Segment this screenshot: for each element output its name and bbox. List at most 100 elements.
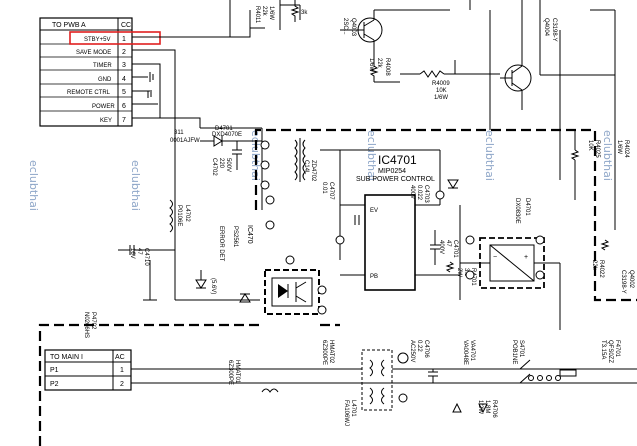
comp-label: FA106WJ — [343, 400, 349, 426]
comp-label: L4701 — [350, 400, 356, 417]
comp-label: 47 — [136, 248, 142, 255]
comp-label: R4011 — [254, 6, 260, 24]
comp-label: 3k — [301, 10, 308, 16]
comp-label: C4701 — [452, 240, 458, 258]
connector-main-col: AC — [115, 354, 125, 361]
comp-label: 1/6W — [368, 58, 374, 72]
comp-label: L4702 — [184, 205, 190, 222]
ic-pin-ev: EV — [370, 208, 378, 214]
bottom-labels: HMAT01 6Z300PE HMAT02 6Z300PE L4701 FA10… — [227, 340, 620, 426]
comp-label: 3.3 — [463, 268, 469, 277]
connector-a-title: TO PWB A — [52, 22, 86, 29]
comp-label: ZD4702 — [310, 160, 316, 182]
comp-label: 1/6W — [616, 140, 622, 154]
comp-label: Q4003 — [350, 18, 356, 37]
ic4702-label: IC470 — [246, 225, 253, 244]
row-pin: 4 — [122, 76, 126, 83]
comp-label: 22k — [261, 6, 267, 17]
comp-label: R4009 — [432, 81, 450, 87]
d4701-label: D4701 — [524, 198, 530, 216]
watermark: eclubthai — [601, 130, 614, 181]
comp-label: 6Z300PE — [227, 360, 233, 385]
tag-vpl: (5.6V) — [210, 278, 216, 294]
connector-to-main: TO MAIN I AC P1 1 P2 2 — [44, 349, 132, 391]
watermark: eclubthai — [365, 130, 378, 181]
comp-label: 0001AJFW — [170, 138, 200, 144]
row-label: SAVE MODE — [76, 50, 111, 56]
comp-label: 22k — [376, 58, 382, 69]
highlight-box — [69, 31, 161, 45]
bridge-minus: − — [493, 254, 497, 261]
row-label: GND — [98, 77, 112, 83]
ic-pin-pb: PB — [370, 274, 378, 280]
ic4701-part: MIP0254 — [378, 168, 406, 175]
hot-side-boundary — [38, 128, 637, 446]
comp-label: R4706 — [491, 400, 497, 418]
row-label: P2 — [50, 381, 59, 388]
row-pin: 7 — [122, 117, 126, 124]
connector-main-title: TO MAIN I — [50, 354, 83, 361]
comp-label: 220 — [218, 158, 224, 169]
comp-label: S4701 — [518, 340, 524, 358]
watermark: eclubthai — [483, 130, 496, 181]
ic4701-name: IC4701 — [378, 153, 417, 167]
comp-label: 0.22 — [416, 340, 422, 352]
connector-a-wires — [132, 10, 251, 130]
comp-label: C14L — [303, 160, 309, 175]
bridge-plus: + — [524, 254, 528, 261]
comp-label: 500V — [225, 158, 231, 172]
comp-label: VA0048E — [462, 340, 468, 365]
comp-label: 22k — [591, 260, 597, 271]
comp-label: C4706 — [423, 340, 429, 358]
row-label: STBY+5V — [84, 37, 111, 43]
row-pin: 1 — [122, 36, 126, 43]
comp-label: HMAT02 — [328, 340, 334, 364]
comp-label: VA4701 — [469, 340, 475, 362]
comp-label: C4702 — [211, 158, 217, 176]
comp-label: 0.022 — [416, 185, 422, 201]
row-label: P1 — [50, 367, 59, 374]
row-pin: 2 — [122, 49, 126, 56]
connector-a-col: CC — [121, 22, 131, 29]
comp-label: 47 — [445, 240, 451, 247]
row-pin: 1 — [120, 367, 124, 374]
right-labels: R4025 10K R4024 1/6W Q4002 C3198-Y R4022… — [587, 140, 634, 294]
comp-label: Q4002 — [628, 270, 634, 289]
row-pin: 3 — [122, 62, 126, 69]
comp-label: F4701 — [614, 340, 620, 358]
bridge-rectifier: − + D4701 DX0830E — [460, 198, 560, 289]
comp-label: HMAT01 — [234, 360, 240, 384]
comp-label: 1/2W — [477, 400, 483, 414]
row-pin: 2 — [120, 381, 124, 388]
comp-label: 10K — [587, 140, 593, 151]
comp-label: Q4004 — [543, 18, 549, 37]
comp-label: R4024 — [623, 140, 629, 158]
comp-label: 1/6W — [434, 95, 448, 101]
photocoupler — [264, 269, 320, 315]
top-labels: R4011 22k 1/6W 3k Q4003 2SC... Q4004 C31… — [254, 6, 557, 101]
comp-label: C4710 — [143, 248, 149, 266]
comp-label: C4703 — [423, 185, 429, 203]
left-middle-labels: 311 0001AJFW D4701 DXD4070E C4702 220 50… — [83, 126, 253, 338]
watermark: eclubthai — [27, 160, 40, 211]
ic4701-block: IC4701 MIP0254 SUB POWER CONTROL EV PB — [356, 153, 435, 291]
comp-label: 2SC... — [342, 18, 348, 35]
comp-label: R4022 — [598, 260, 604, 278]
comp-label: T3.15A — [600, 340, 606, 359]
comp-label: P0106E — [176, 205, 182, 226]
row-label: KEY — [100, 118, 112, 124]
d4701-part: DX0830E — [514, 198, 520, 224]
row-pin: 5 — [122, 89, 126, 96]
comp-label: 400V — [409, 185, 415, 199]
left-middle-circuit — [118, 127, 263, 303]
comp-label: 10K — [436, 88, 447, 94]
comp-label: 1/6W — [268, 6, 274, 20]
comp-label: 0.01 — [321, 182, 327, 194]
comp-label: C3198-Y — [551, 18, 557, 42]
ic4702-part: PS2561 — [232, 226, 238, 248]
top-circuit — [229, 0, 616, 230]
comp-label: R4025 — [594, 140, 600, 158]
comp-label: P4702 — [90, 312, 96, 330]
comp-label: C4707 — [328, 182, 334, 200]
